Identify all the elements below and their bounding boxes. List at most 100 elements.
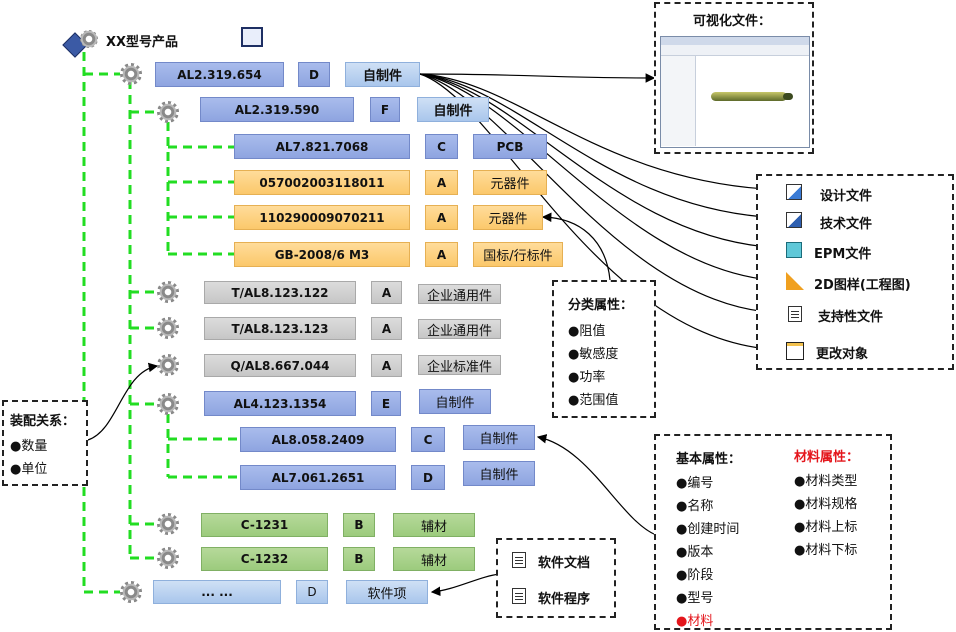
classify-title: 分类属性： <box>568 298 634 313</box>
software-item[interactable]: 软件文档 <box>538 556 591 571</box>
assembly-item: ●单位 <box>10 462 48 477</box>
part-version[interactable]: A <box>371 281 402 304</box>
software-item[interactable]: 软件程序 <box>538 592 591 607</box>
basic-item-material: ●材料 <box>676 614 714 629</box>
document-icon <box>512 552 526 568</box>
part-code[interactable]: AL7.821.7068 <box>234 134 410 159</box>
part-type[interactable]: 企业通用件 <box>418 319 501 339</box>
part-version[interactable]: A <box>425 170 458 195</box>
part-type[interactable]: 自制件 <box>463 425 535 450</box>
part-type[interactable]: 辅材 <box>393 513 475 537</box>
gear-icon <box>157 101 179 123</box>
material-item: ●材料类型 <box>794 474 858 489</box>
gear-icon <box>157 317 179 339</box>
part-version[interactable]: D <box>411 465 445 490</box>
gear-icon <box>157 393 179 415</box>
part-type[interactable]: 元器件 <box>473 170 547 195</box>
part-type[interactable]: 自制件 <box>419 389 491 414</box>
part-version[interactable]: A <box>371 354 402 377</box>
visual-file-title: 可视化文件： <box>693 14 772 29</box>
gear-icon <box>157 513 179 535</box>
gear-icon <box>157 354 179 376</box>
part-version[interactable]: C <box>425 134 458 159</box>
drawing-icon <box>786 272 804 290</box>
part-version[interactable]: E <box>371 391 401 416</box>
part-version[interactable]: B <box>343 547 375 571</box>
gear-icon <box>120 63 142 85</box>
classify-item: ●阻值 <box>568 324 606 339</box>
part-version[interactable]: A <box>371 317 402 340</box>
part-type[interactable]: 辅材 <box>393 547 475 571</box>
classify-item: ●范围值 <box>568 393 619 408</box>
part-type[interactable]: 企业标准件 <box>418 355 501 375</box>
part-code[interactable]: AL2.319.590 <box>200 97 354 122</box>
basic-attr-panel: 基本属性： ●编号 ●名称 ●创建时间 ●版本 ●阶段 ●型号 ●材料 材料属性… <box>654 434 892 630</box>
part-code[interactable]: T/AL8.123.122 <box>204 281 356 304</box>
classification-attr-panel: 分类属性： ●阻值 ●敏感度 ●功率 ●范围值 <box>552 280 656 418</box>
material-title: 材料属性： <box>794 450 860 465</box>
part-type[interactable]: 软件项 <box>346 580 428 604</box>
gear-icon <box>157 281 179 303</box>
software-panel: 软件文档 软件程序 <box>496 538 616 618</box>
part-type[interactable]: 自制件 <box>417 97 489 122</box>
doc-label[interactable]: 技术文件 <box>820 217 873 232</box>
part-code[interactable]: 110290009070211 <box>234 205 410 230</box>
classify-item: ●敏感度 <box>568 347 619 362</box>
part-code[interactable]: AL7.061.2651 <box>240 465 396 490</box>
root-title: XX型号产品 <box>106 35 179 50</box>
part-version[interactable]: F <box>370 97 400 122</box>
visual-file-panel: 可视化文件： <box>654 2 814 154</box>
part-type[interactable]: 自制件 <box>463 461 535 486</box>
part-version[interactable]: D <box>298 62 330 87</box>
part-code[interactable]: T/AL8.123.123 <box>204 317 356 340</box>
part-code[interactable]: Q/AL8.667.044 <box>204 354 356 377</box>
design-doc-icon <box>786 184 802 200</box>
part-code[interactable]: 057002003118011 <box>234 170 410 195</box>
gear-icon <box>80 30 98 48</box>
part-version[interactable]: B <box>343 513 375 537</box>
part-type[interactable]: 自制件 <box>345 62 420 87</box>
doc-label[interactable]: EPM文件 <box>814 247 872 262</box>
tech-doc-icon <box>786 212 802 228</box>
document-icon <box>512 588 526 604</box>
part-version[interactable]: A <box>425 242 458 267</box>
part-type[interactable]: PCB <box>473 134 547 159</box>
classify-item: ●功率 <box>568 370 606 385</box>
basic-item: ●名称 <box>676 499 714 514</box>
basic-item: ●型号 <box>676 591 714 606</box>
part-code[interactable]: AL4.123.1354 <box>204 391 356 416</box>
doc-label[interactable]: 2D图样(工程图) <box>814 278 911 293</box>
part-type[interactable]: 国标/行标件 <box>473 242 563 267</box>
doc-label[interactable]: 更改对象 <box>816 347 869 362</box>
basic-title: 基本属性： <box>676 452 742 467</box>
support-doc-icon <box>788 306 802 322</box>
part-version[interactable]: C <box>411 427 445 452</box>
document-list-panel: 设计文件 技术文件 EPM文件 2D图样(工程图) 支持性文件 更改对象 <box>756 174 954 370</box>
epm-file-icon <box>786 242 802 258</box>
part-version[interactable]: A <box>425 205 458 230</box>
cad-screenshot-thumbnail[interactable] <box>660 36 810 148</box>
part-code[interactable]: C-1231 <box>201 513 328 537</box>
material-item: ●材料下标 <box>794 543 858 558</box>
doc-label[interactable]: 支持性文件 <box>818 310 884 325</box>
part-code[interactable]: AL8.058.2409 <box>240 427 396 452</box>
part-type[interactable]: 企业通用件 <box>418 284 501 304</box>
structure-icon[interactable] <box>241 27 263 47</box>
assembly-title: 装配关系： <box>10 414 76 429</box>
basic-item: ●创建时间 <box>676 522 740 537</box>
part-code[interactable]: ... ... <box>153 580 281 604</box>
assembly-relation-panel: 装配关系： ●数量 ●单位 <box>2 400 88 486</box>
basic-item: ●编号 <box>676 476 714 491</box>
part-code[interactable]: AL2.319.654 <box>155 62 284 87</box>
gear-icon <box>157 547 179 569</box>
material-item: ●材料规格 <box>794 497 858 512</box>
assembly-item: ●数量 <box>10 439 48 454</box>
material-item: ●材料上标 <box>794 520 858 535</box>
doc-label[interactable]: 设计文件 <box>820 189 873 204</box>
change-object-icon <box>786 342 804 360</box>
part-code[interactable]: GB-2008/6 M3 <box>234 242 410 267</box>
part-type[interactable]: 元器件 <box>473 205 543 230</box>
basic-item: ●阶段 <box>676 568 714 583</box>
part-code[interactable]: C-1232 <box>201 547 328 571</box>
part-version[interactable]: D <box>296 580 328 604</box>
